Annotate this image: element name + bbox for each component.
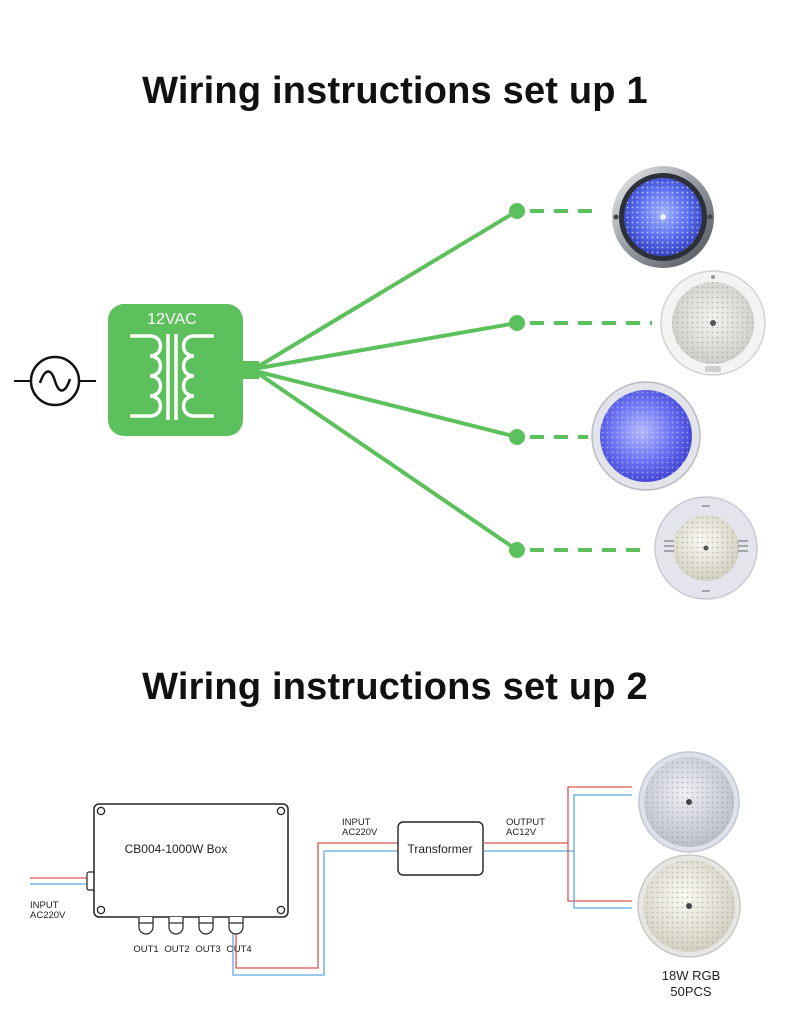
transformer-input-label-line1: INPUT <box>342 817 371 828</box>
box-input-label-line2: AC220V <box>30 910 66 921</box>
transformer-output-label-line1: OUTPUT <box>506 817 545 828</box>
setup2-title: Wiring instructions set up 2 <box>142 666 648 708</box>
box-input-label-line1: INPUT <box>30 900 59 911</box>
output-label-3: OUT3 <box>195 944 220 955</box>
pool-light-2 <box>660 270 766 376</box>
light-caption-line2: 50PCS <box>670 984 712 999</box>
cb004-box: CB004-1000W Box OUT1 OUT2 OUT3 OUT4 <box>86 803 289 955</box>
output-label-1: OUT1 <box>133 944 158 955</box>
setup1-wire-nodes <box>509 203 525 558</box>
transformer-box: Transformer <box>397 821 484 876</box>
transformer-block: 12VAC <box>108 304 259 436</box>
setup1-title: Wiring instructions set up 1 <box>142 70 648 112</box>
transformer-coil-icon <box>130 334 214 420</box>
ac-source-icon <box>14 355 96 407</box>
transformer-label: Transformer <box>408 842 473 856</box>
output-label-4: OUT4 <box>226 944 251 955</box>
setup1-dashed-links <box>530 209 652 552</box>
out4-to-transformer-wires <box>232 842 398 976</box>
transformer-input-label-line2: AC220V <box>342 827 378 838</box>
pool-light-1 <box>612 166 714 268</box>
box-label: CB004-1000W Box <box>125 842 228 856</box>
pool-light-4 <box>654 496 758 600</box>
setup1-wires <box>257 209 519 552</box>
transformer-to-lights-wires <box>483 786 632 909</box>
pool-light-5 <box>638 751 740 853</box>
transformer-voltage-label: 12VAC <box>147 311 197 328</box>
pool-light-6 <box>637 854 741 958</box>
light-caption-line1: 18W RGB <box>662 968 721 983</box>
box-input-wires <box>30 877 87 885</box>
pool-light-3 <box>591 381 701 491</box>
output-label-2: OUT2 <box>164 944 189 955</box>
transformer-output-label-line2: AC12V <box>506 827 537 838</box>
